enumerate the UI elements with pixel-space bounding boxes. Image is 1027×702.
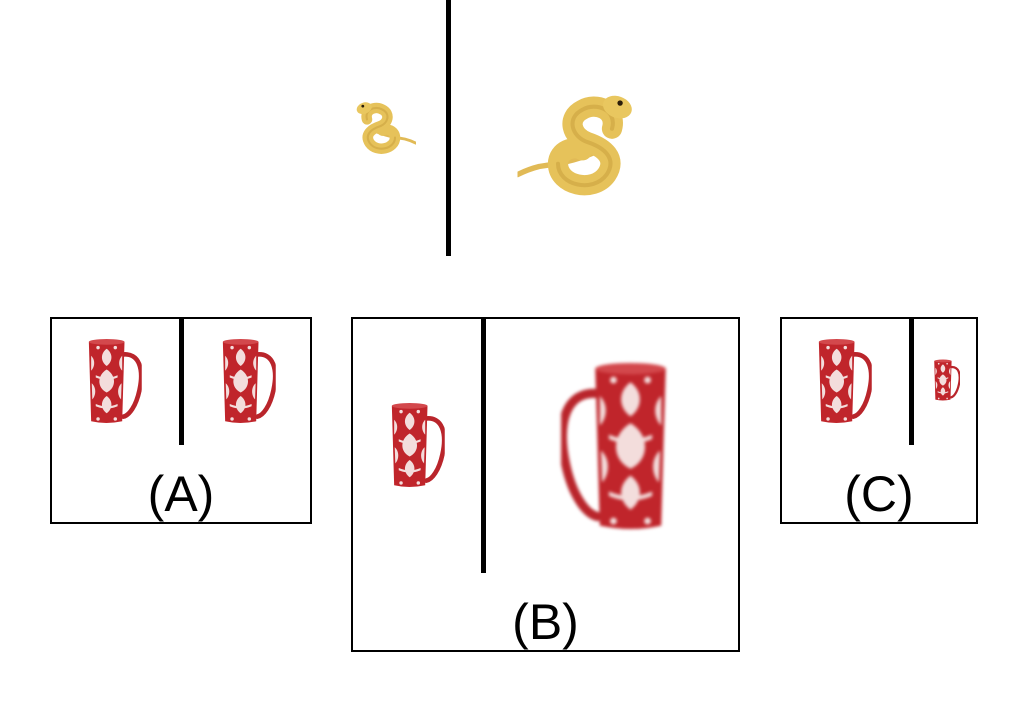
option-a-label: (A)	[147, 466, 215, 522]
option-a-right-mug	[216, 335, 278, 427]
option-c-right-mug	[932, 357, 960, 403]
red-patterned-mug-icon	[82, 335, 144, 427]
coiled-yellow-snake-icon	[336, 90, 426, 160]
option-a-box[interactable]: (A)	[50, 317, 312, 524]
option-c-label: (C)	[844, 466, 914, 522]
coiled-yellow-snake-icon	[505, 72, 665, 207]
option-b-right-mug	[553, 355, 683, 537]
option-a-divider	[179, 319, 184, 445]
red-patterned-mug-icon	[812, 335, 874, 427]
option-c-divider	[909, 319, 914, 445]
option-c-left-mug	[812, 335, 874, 427]
option-b-divider	[481, 319, 486, 573]
top-right-snake	[505, 72, 665, 207]
option-b-left-mug	[385, 399, 447, 491]
option-c-box[interactable]: (C)	[780, 317, 978, 524]
option-b-label: (B)	[512, 594, 579, 650]
top-divider	[446, 0, 451, 256]
red-patterned-mug-icon	[216, 335, 278, 427]
red-patterned-mug-icon	[385, 399, 447, 491]
top-left-snake	[336, 90, 426, 160]
red-patterned-mug-icon	[932, 357, 960, 403]
option-a-left-mug	[82, 335, 144, 427]
option-b-box[interactable]: (B)	[351, 317, 740, 652]
red-patterned-mug-icon	[553, 355, 683, 537]
